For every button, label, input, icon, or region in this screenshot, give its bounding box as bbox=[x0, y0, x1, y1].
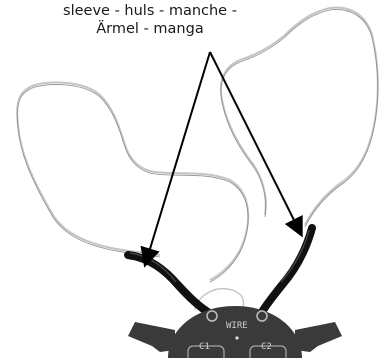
caption-line-1: sleeve - huls - manche - bbox=[0, 2, 300, 20]
caption-line-2: Ärmel - manga bbox=[0, 20, 300, 38]
pcb-center-hole bbox=[235, 336, 238, 339]
pcb-left-wing bbox=[128, 322, 175, 352]
right-wire-loop bbox=[221, 7, 378, 225]
right-arrow bbox=[210, 52, 300, 232]
left-arrow bbox=[146, 52, 210, 262]
left-sleeve bbox=[128, 255, 208, 312]
sleeve-caption: sleeve - huls - manche - Ärmel - manga bbox=[0, 2, 300, 38]
pcb-label-c2: C2 bbox=[261, 342, 272, 352]
pcb-right-wing bbox=[295, 322, 342, 352]
left-wire-loop bbox=[17, 82, 248, 280]
pcb-board: WIRE C1 C2 bbox=[128, 306, 342, 358]
right-sleeve bbox=[262, 228, 312, 312]
pcb-label-c1: C1 bbox=[199, 342, 210, 352]
pcb-label-wire: WIRE bbox=[226, 321, 248, 331]
